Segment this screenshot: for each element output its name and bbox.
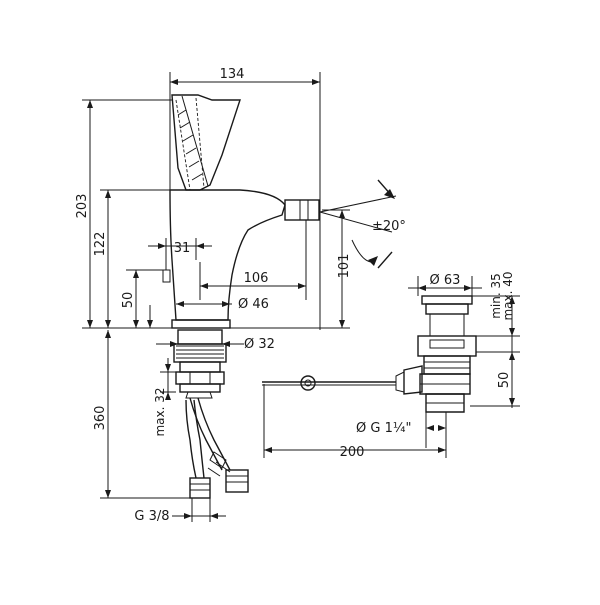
label-waste-thread: Ø G 1¼": [356, 421, 411, 436]
label-rod-length: 200: [340, 445, 365, 460]
label-waste-min: min. 35: [489, 273, 503, 319]
label-supply-max: max. 32: [153, 387, 167, 436]
label-waste-diameter: Ø 63: [430, 273, 461, 288]
label-diameter-body: Ø 46: [238, 297, 269, 312]
mounting-shank: [173, 329, 227, 399]
label-thread-supply: G 3/8: [134, 509, 169, 524]
label-height-spout: 122: [93, 232, 108, 257]
label-spout-reach: 106: [244, 271, 269, 286]
label-supply-length: 360: [93, 406, 108, 431]
label-diameter-shank: Ø 32: [244, 337, 275, 352]
label-height-total: 203: [75, 194, 90, 219]
label-waste-height: 50: [497, 372, 512, 389]
label-waste-max: max. 40: [501, 271, 515, 320]
label-height-lever: 50: [121, 292, 136, 309]
waste-dimension-lines: [263, 276, 520, 458]
dimension-labels: 134 203 122 31 50 106 Ø 46 Ø 32 101 ±20°…: [75, 67, 515, 524]
mixer-dimension-lines: [82, 72, 397, 522]
label-width-top: 134: [220, 67, 245, 82]
label-height-outlet: 101: [337, 254, 352, 279]
pop-up-waste: [262, 295, 477, 413]
label-swivel-angle: ±20°: [372, 219, 406, 234]
label-handle-offset: 31: [174, 241, 191, 256]
supply-hoses: [185, 397, 249, 499]
mixer-body: [162, 94, 320, 329]
